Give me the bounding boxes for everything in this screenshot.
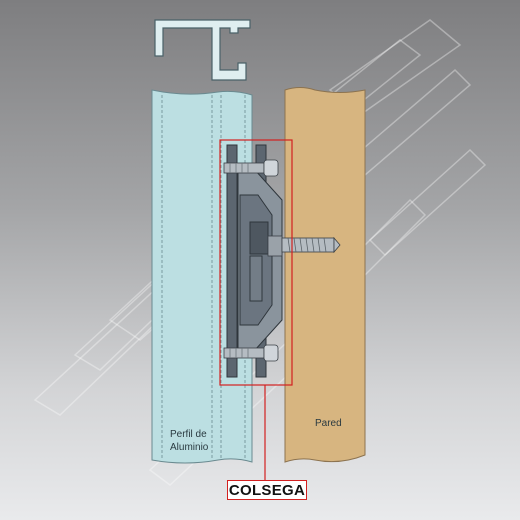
profile-label-line2: Aluminio <box>170 442 209 453</box>
bottom-bolt-icon <box>223 344 279 362</box>
top-bolt-icon <box>223 159 279 177</box>
wall-label: Pared <box>315 418 342 429</box>
wall-screw-icon <box>267 235 341 257</box>
wall <box>284 87 366 463</box>
profile-section-icon <box>154 19 251 81</box>
bracket-block <box>249 221 269 255</box>
profile-label-line1: Perfil de <box>170 429 207 440</box>
colsega-callout: COLSEGA <box>227 480 307 500</box>
bracket-assembly <box>226 144 283 378</box>
bracket-lower-block <box>249 255 263 302</box>
left-rail <box>226 144 238 378</box>
highlight-frame <box>219 139 293 386</box>
